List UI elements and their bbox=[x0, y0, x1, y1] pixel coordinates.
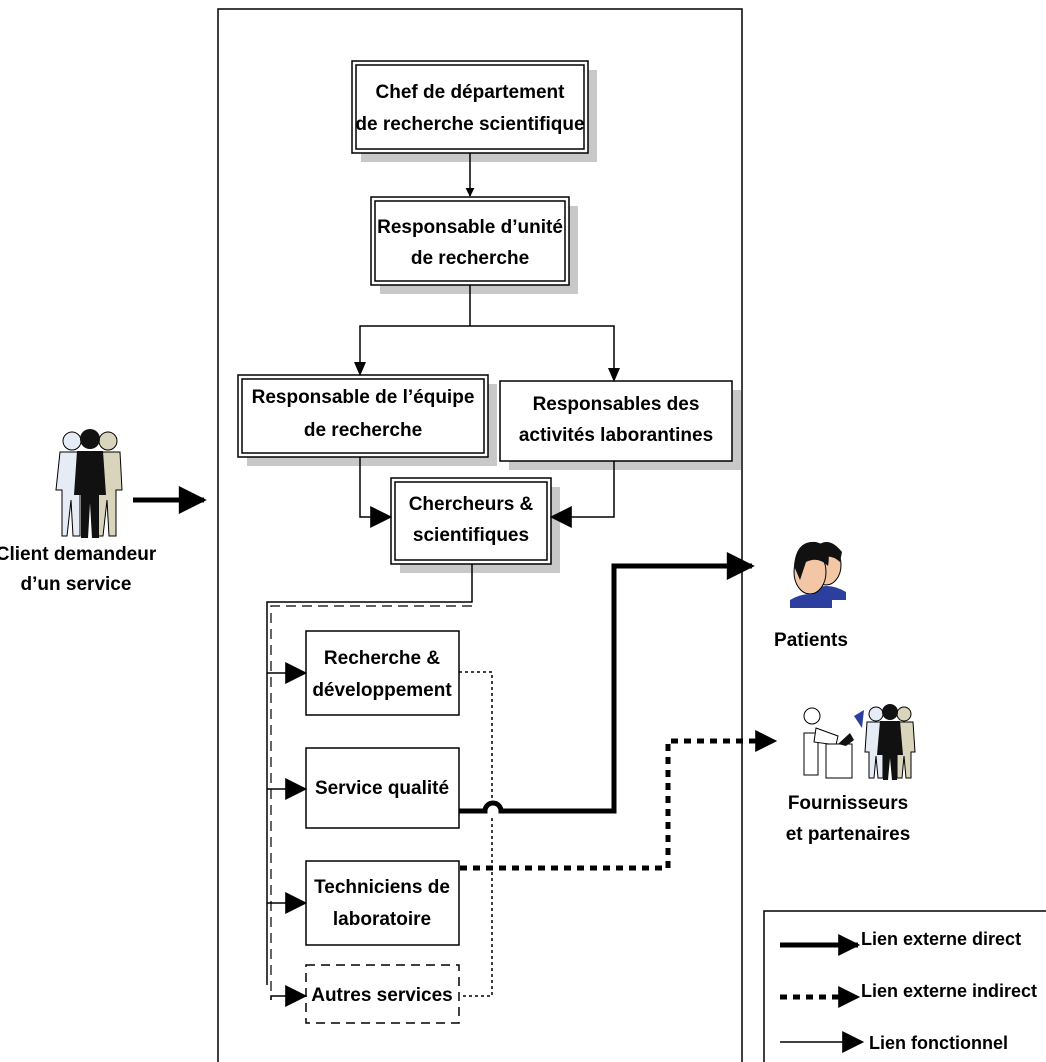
fournisseurs-icon bbox=[803, 704, 916, 780]
box-responsable-unite: Responsable d’unité de recherche bbox=[370, 196, 578, 294]
patients-icon bbox=[790, 541, 846, 608]
dotted-link-rd-autres bbox=[459, 671, 493, 997]
box-chercheurs: Chercheurs & scientifiques bbox=[390, 477, 560, 573]
patients-label: Patients bbox=[774, 630, 848, 651]
responsable-equipe-line-2: de recherche bbox=[304, 420, 422, 441]
chercheurs-line-2: scientifiques bbox=[413, 525, 529, 546]
responsable-equipe-line-1: Responsable de l’équipe bbox=[252, 387, 475, 408]
legend: Lien externe direct Lien externe indirec… bbox=[763, 910, 1046, 1062]
connector-chercheurs-bus bbox=[266, 564, 473, 985]
fournisseurs-label-line-1: Fournisseurs bbox=[788, 793, 908, 814]
box-techniciens: Techniciens de laboratoire bbox=[305, 860, 460, 946]
box-chef-departement: Chef de département de recherche scienti… bbox=[351, 60, 597, 162]
connector-unite-branch bbox=[359, 285, 615, 380]
box-responsable-equipe: Responsable de l’équipe de recherche bbox=[237, 374, 497, 466]
box-responsables-activites: Responsables des activités laborantines bbox=[499, 380, 741, 470]
responsables-activites-line-2: activités laborantines bbox=[519, 425, 713, 446]
responsables-activites-line-1: Responsables des bbox=[533, 394, 700, 415]
connector-equipe-to-chercheurs bbox=[359, 457, 393, 528]
chef-line-1: Chef de département bbox=[376, 82, 566, 103]
client-label-line-2: d’un service bbox=[21, 574, 132, 595]
department-frame bbox=[217, 8, 743, 1062]
fournisseurs-label-line-2: et partenaires bbox=[786, 824, 911, 845]
service-qualite-label: Service qualité bbox=[315, 778, 449, 799]
client-label-line-1: Client demandeur bbox=[0, 544, 157, 565]
recherche-dev-line-1: Recherche & bbox=[324, 648, 440, 669]
techniciens-line-2: laboratoire bbox=[333, 909, 431, 930]
box-service-qualite: Service qualité bbox=[305, 747, 460, 829]
responsable-unite-line-2: de recherche bbox=[411, 248, 529, 269]
techniciens-line-1: Techniciens de bbox=[314, 877, 450, 898]
box-autres-services: Autres services bbox=[305, 964, 460, 1024]
arrowhead-to-activites bbox=[608, 368, 620, 382]
arrow-to-autres bbox=[270, 985, 308, 1007]
legend-indirect-label: Lien externe indirect bbox=[861, 981, 1037, 1001]
external-direct-link bbox=[459, 552, 755, 814]
responsable-unite-line-1: Responsable d’unité bbox=[377, 217, 563, 238]
box-recherche-developpement: Recherche & développement bbox=[305, 630, 460, 716]
legend-direct-label: Lien externe direct bbox=[861, 929, 1021, 949]
recherche-dev-line-2: développement bbox=[312, 680, 452, 701]
legend-fonctionnel-label: Lien fonctionnel bbox=[869, 1033, 1008, 1053]
arrowhead-to-equipe bbox=[354, 362, 366, 376]
autres-services-label: Autres services bbox=[311, 985, 453, 1006]
external-indirect-link bbox=[460, 730, 778, 871]
connector-bus-dashed bbox=[270, 605, 472, 1000]
chef-line-2: de recherche scientifique bbox=[355, 114, 584, 135]
chercheurs-line-1: Chercheurs & bbox=[409, 494, 534, 515]
client-group-icon bbox=[55, 429, 123, 538]
connector-activites-to-chercheurs bbox=[549, 461, 615, 528]
